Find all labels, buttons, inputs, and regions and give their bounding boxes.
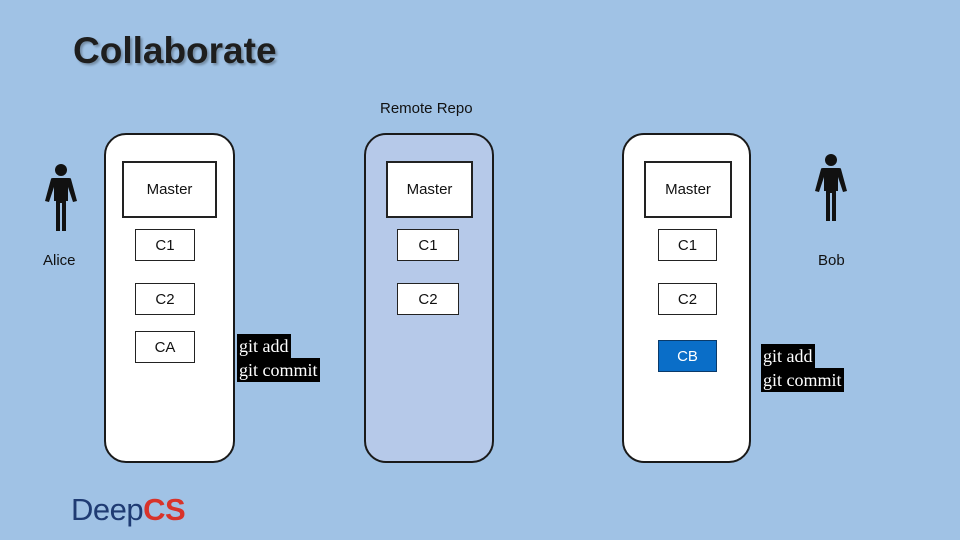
- bob-commit-cb: CB: [658, 340, 717, 372]
- bob-master-box: Master: [644, 161, 732, 218]
- alice-commit-c2: C2: [135, 283, 195, 315]
- git-commit-command: git commit: [761, 368, 844, 392]
- deepcs-logo: DeepCS: [71, 492, 186, 528]
- remote-master-box: Master: [386, 161, 473, 218]
- alice-master-box: Master: [122, 161, 217, 218]
- alice-commit-ca: CA: [135, 331, 195, 363]
- bob-git-commands: git add git commit: [761, 344, 844, 392]
- bob-label: Bob: [818, 252, 845, 269]
- alice-commit-c1: C1: [135, 229, 195, 261]
- remote-commit-c2: C2: [397, 283, 459, 315]
- remote-repo-label: Remote Repo: [380, 100, 473, 117]
- bob-commit-c1: C1: [658, 229, 717, 261]
- slide-title: Collaborate: [73, 30, 277, 71]
- git-add-command: git add: [761, 344, 815, 368]
- logo-text-deep: Deep: [71, 492, 144, 527]
- git-add-command: git add: [237, 334, 291, 358]
- bob-person-icon: [815, 154, 847, 221]
- logo-text-cs: CS: [143, 492, 186, 527]
- git-commit-command: git commit: [237, 358, 320, 382]
- bob-commit-c2: C2: [658, 283, 717, 315]
- remote-commit-c1: C1: [397, 229, 459, 261]
- alice-person-icon: [45, 164, 77, 231]
- alice-label: Alice: [43, 252, 76, 269]
- alice-git-commands: git add git commit: [237, 334, 320, 382]
